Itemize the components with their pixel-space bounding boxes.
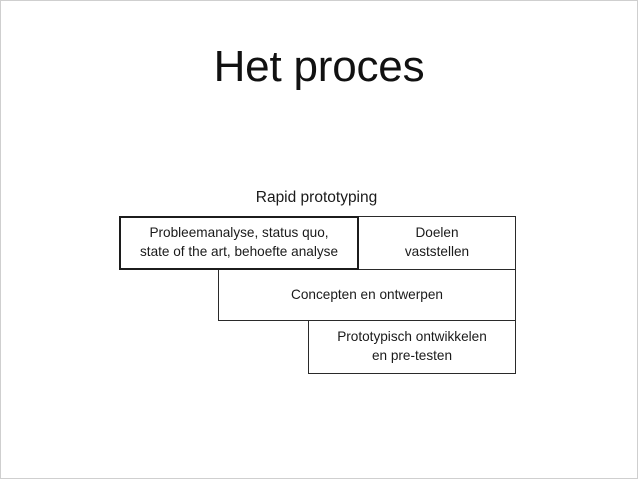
process-box-concepts-label: Concepten en ontwerpen bbox=[291, 286, 443, 302]
diagram-caption-rapid-prototyping: Rapid prototyping bbox=[255, 189, 378, 206]
process-box-analysis: Probleemanalyse, status quo,state of the… bbox=[119, 216, 359, 270]
page-title: Het proces bbox=[213, 42, 425, 91]
process-box-concepts: Concepten en ontwerpen bbox=[218, 269, 516, 321]
process-box-analysis-label: Probleemanalyse, status quo,state of the… bbox=[140, 225, 338, 259]
